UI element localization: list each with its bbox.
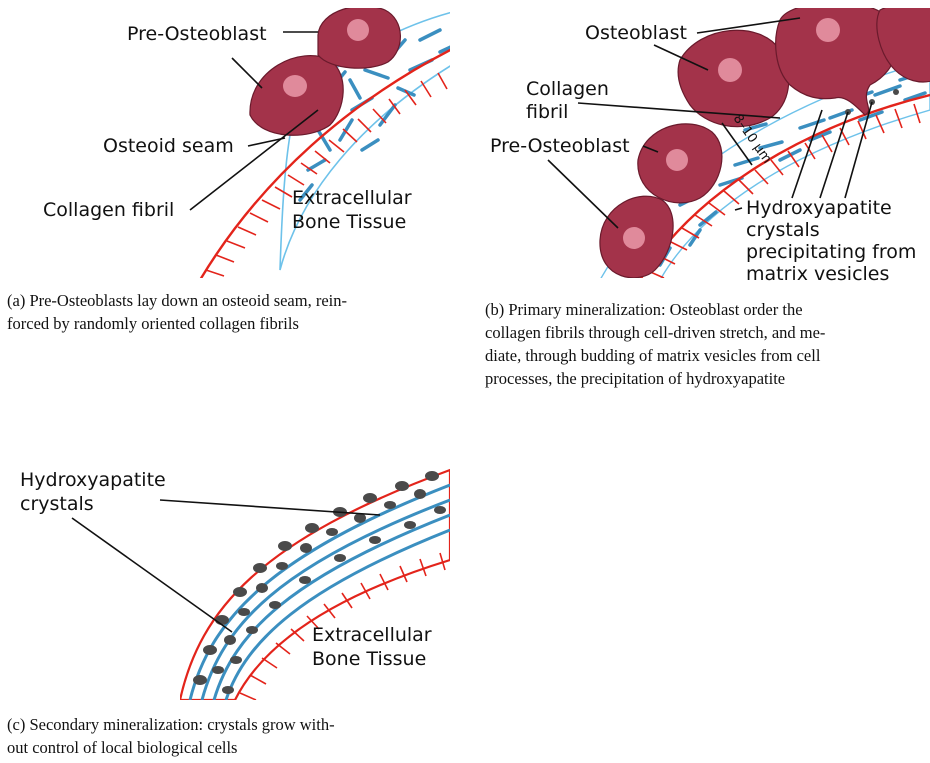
label-bone-a-2: Bone Tissue: [292, 211, 406, 233]
caption-a-line-1: (a) Pre-Osteoblasts lay down an osteoid …: [7, 289, 459, 312]
caption-b-line-2: collagen fibrils through cell-driven str…: [485, 321, 925, 344]
label-osteoblast: Osteoblast: [585, 22, 687, 44]
label-hydroxy-b-4: matrix vesicles: [746, 263, 889, 285]
label-bone-a-1: Extracellular: [292, 187, 412, 209]
panel-a: Pre-Osteoblast Osteoid seam Collagen fib…: [43, 6, 460, 280]
label-pre-osteoblast-a: Pre-Osteoblast: [127, 23, 267, 45]
pre-osteoblast-cell-2: [318, 6, 400, 68]
label-hydroxy-b-1: Hydroxyapatite: [746, 197, 892, 219]
label-hydroxy-b-3: precipitating from: [746, 241, 916, 263]
pre-osteoblast-cell-b1: [638, 124, 722, 203]
label-hydroxy-b-2: crystals: [746, 219, 820, 241]
panel-b: 8–10 μm Osteoblast Collagen fibril Pre-O…: [490, 2, 930, 285]
caption-a: (a) Pre-Osteoblasts lay down an osteoid …: [7, 289, 459, 335]
label-bone-c-2: Bone Tissue: [312, 648, 426, 670]
label-osteoid-seam: Osteoid seam: [103, 135, 234, 157]
panel-c: Hydroxyapatite crystals Extracellular Bo…: [20, 469, 450, 700]
label-bone-c-1: Extracellular: [312, 624, 432, 646]
caption-c-line-1: (c) Secondary mineralization: crystals g…: [7, 713, 459, 736]
pre-osteoblast-cell-1: [250, 56, 343, 136]
leader-pre-osteoblast-b-2: [548, 160, 618, 228]
label-collagen-b-2: fibril: [526, 101, 568, 123]
leader-pre-osteoblast-a2: [232, 58, 262, 88]
label-hydroxy-c-2: crystals: [20, 493, 94, 515]
label-collagen-b-1: Collagen: [526, 78, 609, 100]
caption-b-line-3: diate, through budding of matrix vesicle…: [485, 344, 925, 367]
caption-b: (b) Primary mineralization: Osteoblast o…: [485, 298, 925, 390]
leader-hydroxy-c-2: [72, 518, 232, 632]
label-collagen-fibril-a: Collagen fibril: [43, 199, 174, 221]
label-hydroxy-c-1: Hydroxyapatite: [20, 469, 166, 491]
leader-hydroxy-b-4: [735, 208, 742, 210]
caption-c-line-2: out control of local biological cells: [7, 736, 459, 759]
label-pre-osteoblast-b: Pre-Osteoblast: [490, 135, 630, 157]
caption-b-line-1: (b) Primary mineralization: Osteoblast o…: [485, 298, 925, 321]
leader-hydroxy-c-1: [160, 500, 380, 515]
caption-c: (c) Secondary mineralization: crystals g…: [7, 713, 459, 759]
caption-a-line-2: forced by randomly oriented collagen fib…: [7, 312, 459, 335]
caption-b-line-4: processes, the precipitation of hydroxya…: [485, 367, 925, 390]
